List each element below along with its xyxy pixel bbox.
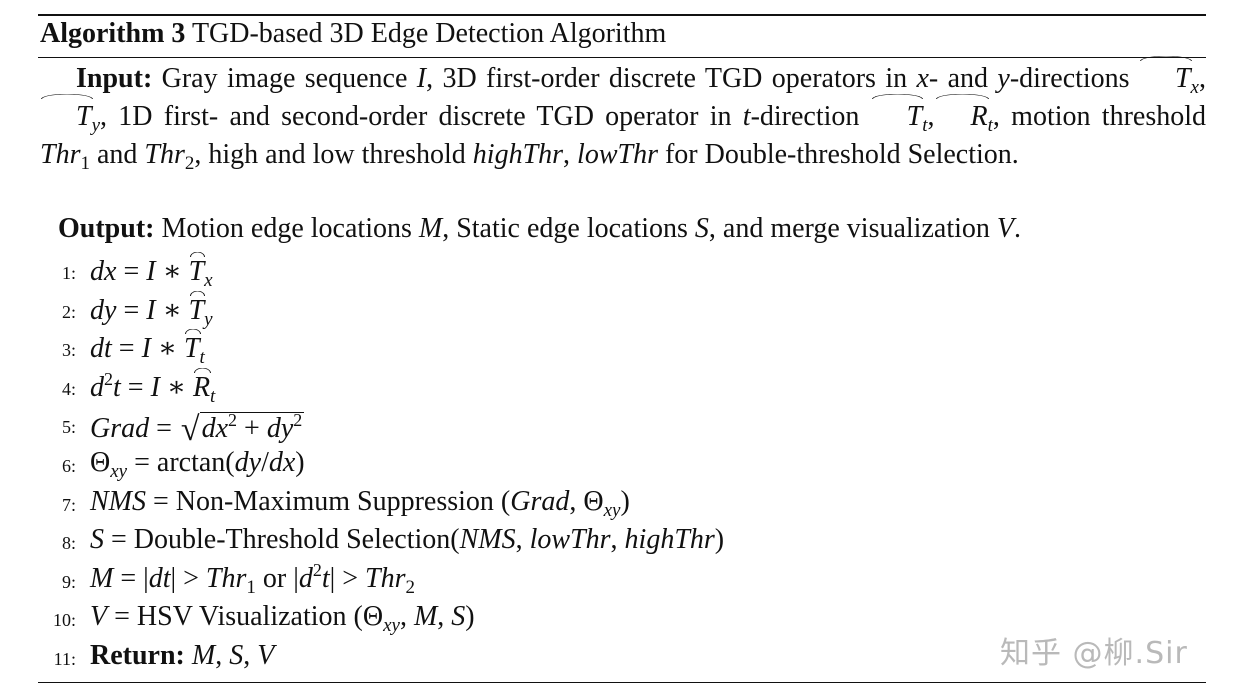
line-number: 4:: [61, 378, 76, 399]
output-paragraph: Output: Motion edge locations M, Static …: [58, 213, 1021, 244]
step-content: dy = I ∗ Ty: [90, 294, 213, 330]
step-content: NMS = Non-Maximum Suppression (Grad, Θxy…: [90, 485, 630, 521]
step-content: Grad = √dx2 + dy2: [90, 410, 305, 449]
line-number: 3:: [61, 340, 76, 361]
algorithm-label: Algorithm 3: [40, 18, 186, 49]
line-number: 1:: [61, 263, 76, 283]
line-number: 9:: [61, 571, 76, 592]
caption-rule: [38, 57, 1206, 58]
step-content: dx = I ∗ Tx: [90, 256, 213, 291]
bottom-rule: [38, 682, 1206, 683]
step-content: Θxy = arctan(dy/dx): [90, 446, 305, 482]
algorithm-caption: Algorithm 3 TGD-based 3D Edge Detection …: [40, 18, 666, 50]
step-content: S = Double-Threshold Selection(NMS, lowT…: [90, 524, 725, 556]
line-number: 10:: [52, 610, 76, 631]
step-content: d2t = I ∗ Rt: [90, 368, 216, 407]
step-content: Return: M, S, V: [90, 639, 275, 671]
step-content: dt = I ∗ Tt: [90, 333, 205, 369]
line-number: 8:: [61, 533, 76, 554]
output-label: Output:: [58, 213, 155, 244]
line-number: 6:: [61, 455, 76, 476]
step-content: M = |dt| > Thr1 or |d2t| > Thr2: [90, 559, 415, 598]
input-paragraph: Input: Gray image sequence I, 3D first-o…: [40, 60, 1206, 174]
line-number: 11:: [53, 648, 76, 669]
algorithm-title: TGD-based 3D Edge Detection Algorithm: [191, 18, 667, 49]
line-number: 5:: [61, 417, 76, 438]
line-number: 2:: [61, 301, 76, 322]
input-label: Input:: [76, 63, 153, 94]
zhihu-watermark: 知乎 @柳.Sir: [1000, 636, 1188, 671]
step-content: V = HSV Visualization (Θxy, M, S): [90, 601, 475, 637]
line-number: 7:: [61, 494, 76, 515]
top-rule: [38, 14, 1206, 16]
return-keyword: Return:: [90, 639, 185, 671]
